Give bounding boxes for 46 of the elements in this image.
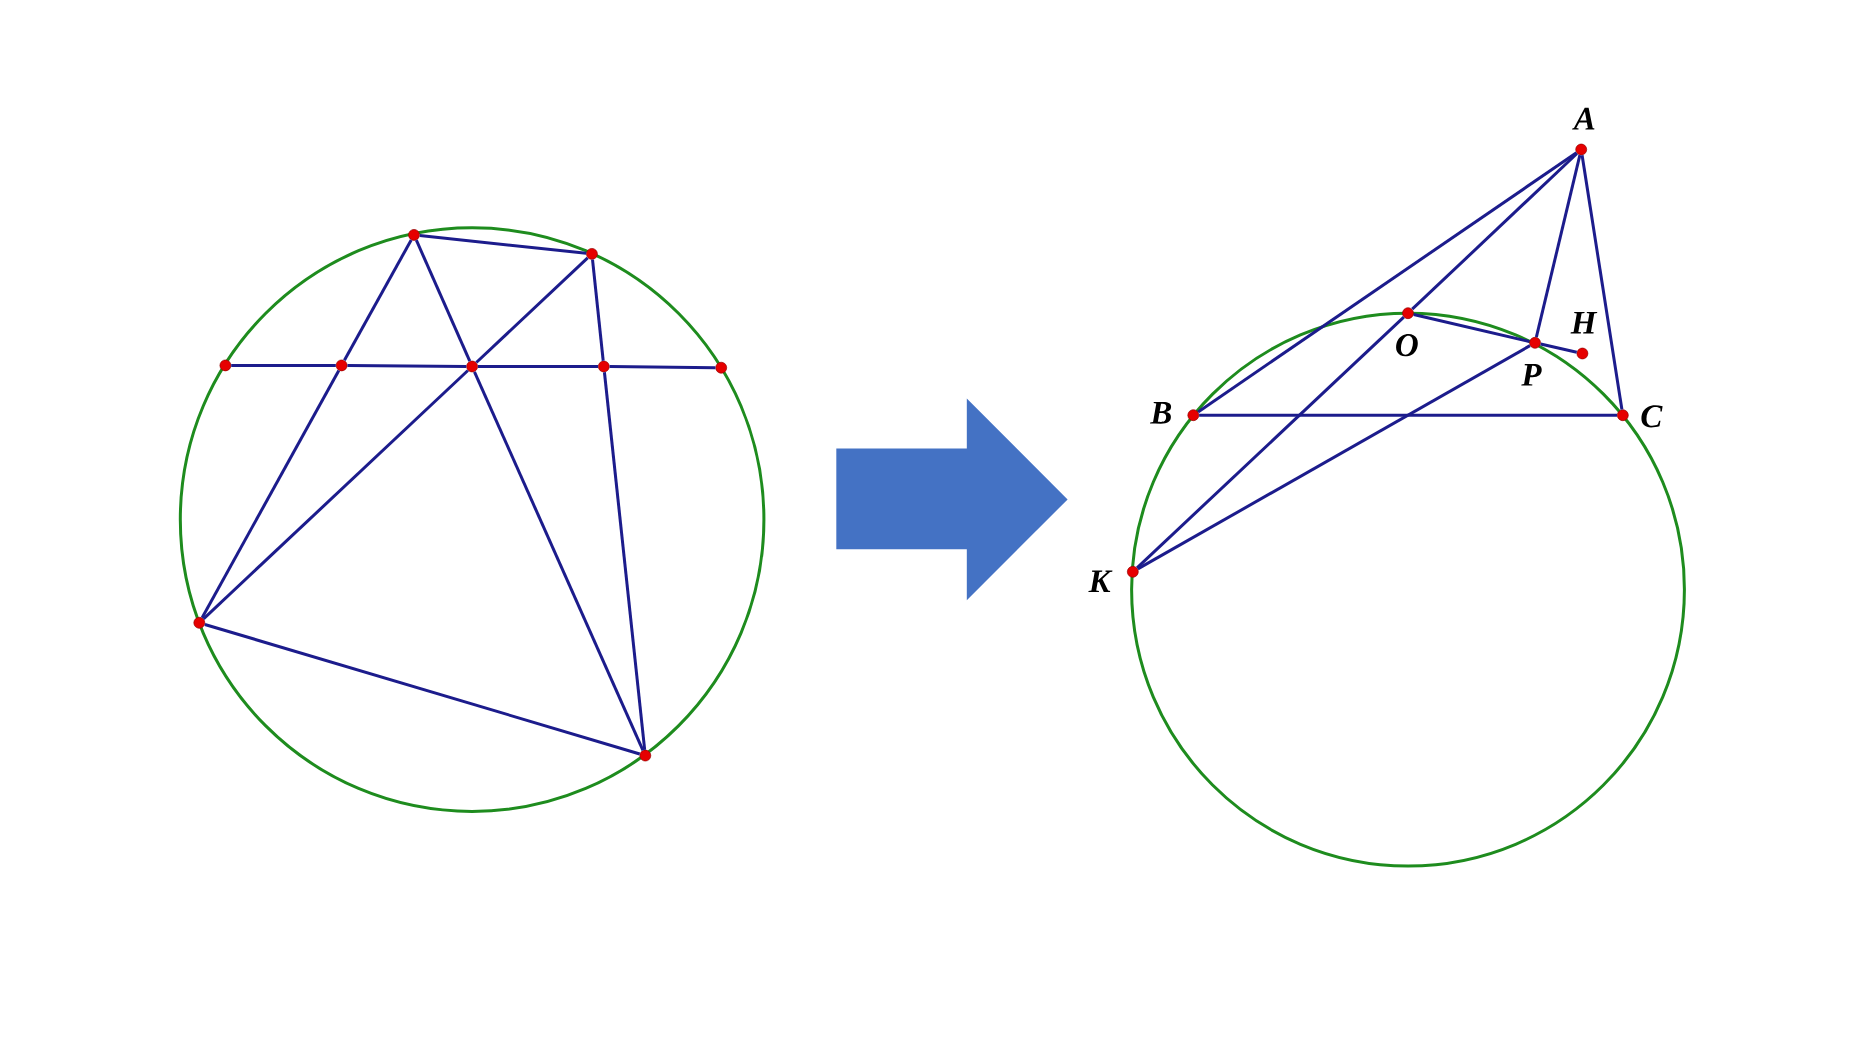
point-label: K — [1088, 570, 1113, 593]
line-segment — [1580, 155, 1624, 410]
point — [335, 359, 348, 372]
line-segment — [1540, 342, 1578, 354]
point-label: A — [1572, 107, 1595, 130]
line-segment — [609, 365, 716, 370]
line-segment — [473, 371, 645, 751]
line-segment — [419, 234, 587, 255]
line-segment — [1137, 344, 1531, 571]
line-segment — [347, 363, 467, 368]
point — [408, 229, 420, 241]
line-segment — [1413, 313, 1530, 343]
line-segment — [1197, 151, 1578, 414]
point — [1187, 409, 1200, 421]
line-segment — [1534, 154, 1582, 338]
point — [466, 360, 478, 373]
point — [1575, 143, 1587, 156]
line-segment — [415, 239, 472, 362]
point — [1127, 566, 1139, 578]
point-label: H — [1570, 311, 1598, 334]
line-segment — [591, 259, 605, 361]
line-segment — [200, 369, 341, 619]
point — [193, 617, 206, 629]
line-segment — [475, 256, 589, 364]
point-label: P — [1521, 364, 1542, 386]
line-segment — [202, 369, 469, 620]
point — [219, 359, 232, 372]
point — [639, 749, 652, 762]
point-label: B — [1150, 401, 1172, 424]
point — [715, 361, 727, 374]
point-label: O — [1396, 334, 1418, 357]
point — [586, 248, 598, 260]
line-segment — [1199, 413, 1617, 417]
line-segment — [204, 623, 641, 756]
line-segment — [1136, 316, 1405, 569]
line-segment — [477, 365, 598, 368]
line-segment — [1411, 152, 1579, 311]
point — [1576, 347, 1589, 360]
line-segment — [343, 239, 413, 362]
point — [1617, 409, 1629, 421]
line-segment — [602, 372, 647, 750]
point — [598, 360, 610, 373]
point — [1402, 307, 1414, 319]
point-label: C — [1641, 405, 1663, 428]
line-segment — [231, 363, 336, 367]
point — [1529, 337, 1541, 349]
